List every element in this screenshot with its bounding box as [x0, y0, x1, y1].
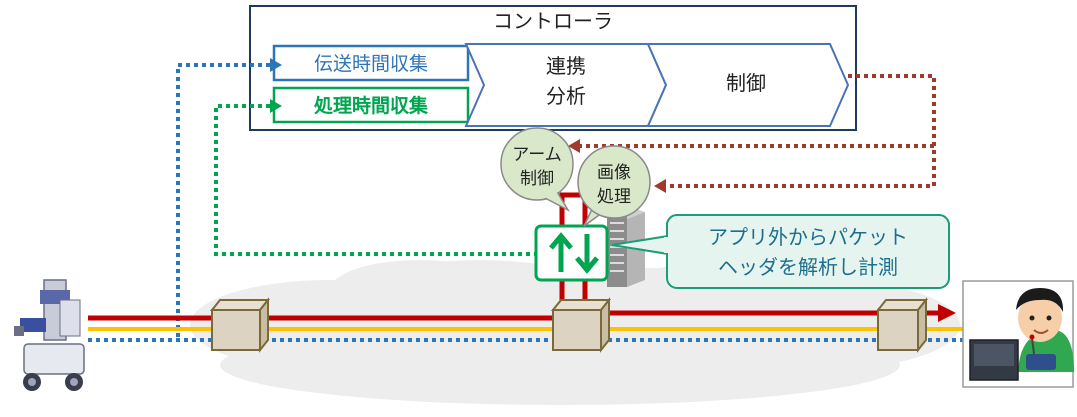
transmission-collect-box [272, 44, 470, 82]
operator-icon [962, 280, 1074, 388]
image-label-1: 画像 [597, 163, 631, 183]
arm-control-bubble: アーム 制御 [500, 127, 574, 212]
callout-line-1: アプリ外からパケット [708, 225, 908, 249]
control-arrowhead-image [654, 179, 666, 193]
control-arrowhead-arm [568, 139, 580, 153]
analysis-label-2: 分析 [546, 84, 586, 108]
arm-label-2: 制御 [520, 169, 554, 189]
control-flow-line [664, 74, 936, 188]
data-path-arrowhead [938, 304, 956, 322]
up-down-arrows-icon [549, 232, 599, 274]
switch-right [875, 297, 929, 353]
analysis-label-1: 連携 [546, 54, 586, 78]
measurement-box [534, 224, 609, 282]
arm-label-1: アーム [512, 145, 561, 165]
image-label-2: 処理 [597, 187, 631, 207]
processing-collect-label: 処理時間収集 [314, 94, 429, 117]
callout-line-2: ヘッダを解析し計測 [718, 255, 898, 279]
control-label: 制御 [726, 71, 766, 95]
switch-left [209, 297, 271, 353]
switch-center [550, 297, 612, 353]
image-processing-bubble: 画像 処理 [577, 145, 651, 227]
processing-collect-box [272, 86, 470, 124]
transmission-collect-label: 伝送時間収集 [314, 53, 428, 75]
processing-feedback-line [214, 104, 536, 256]
control-chevron [646, 43, 850, 127]
data-path [88, 192, 940, 321]
controller-title: コントローラ [493, 9, 613, 33]
transmission-arrowhead [270, 58, 282, 72]
transmission-feedback-line [176, 63, 270, 340]
callout-joint [664, 237, 670, 253]
processing-arrowhead [270, 99, 282, 113]
robot-arm-icon [14, 279, 85, 391]
